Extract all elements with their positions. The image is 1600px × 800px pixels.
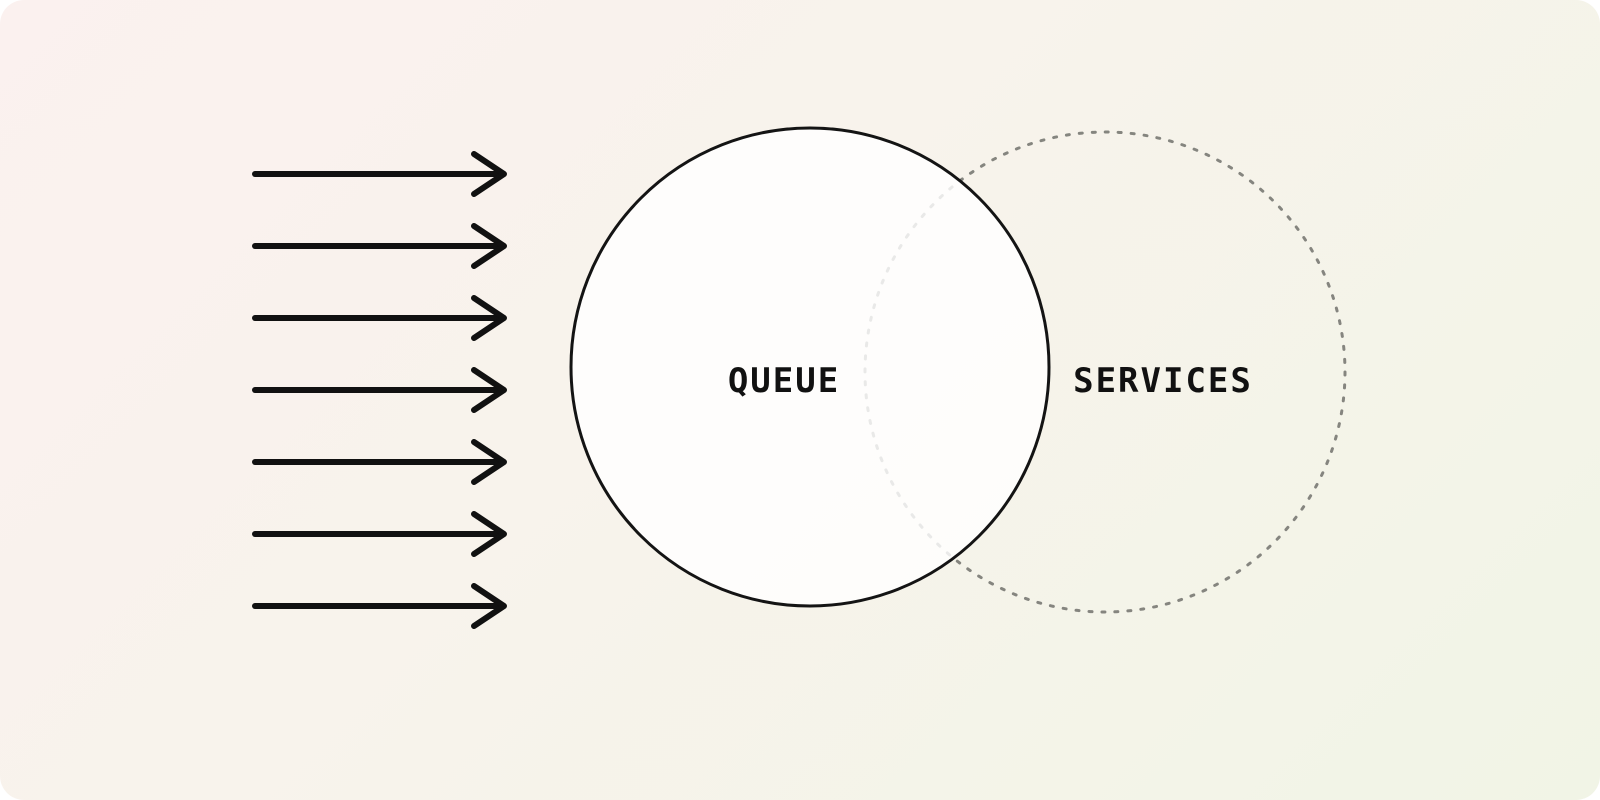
request-arrow (252, 439, 507, 485)
request-arrow (252, 583, 507, 629)
queue-label: QUEUE (728, 361, 840, 401)
queue-circle (569, 126, 1051, 608)
request-arrow (252, 223, 507, 269)
inbound-arrows (252, 151, 507, 629)
services-label: SERVICES (1073, 361, 1253, 401)
request-arrow (252, 367, 507, 413)
request-arrow (252, 511, 507, 557)
request-arrow (252, 151, 507, 197)
request-arrow (252, 295, 507, 341)
